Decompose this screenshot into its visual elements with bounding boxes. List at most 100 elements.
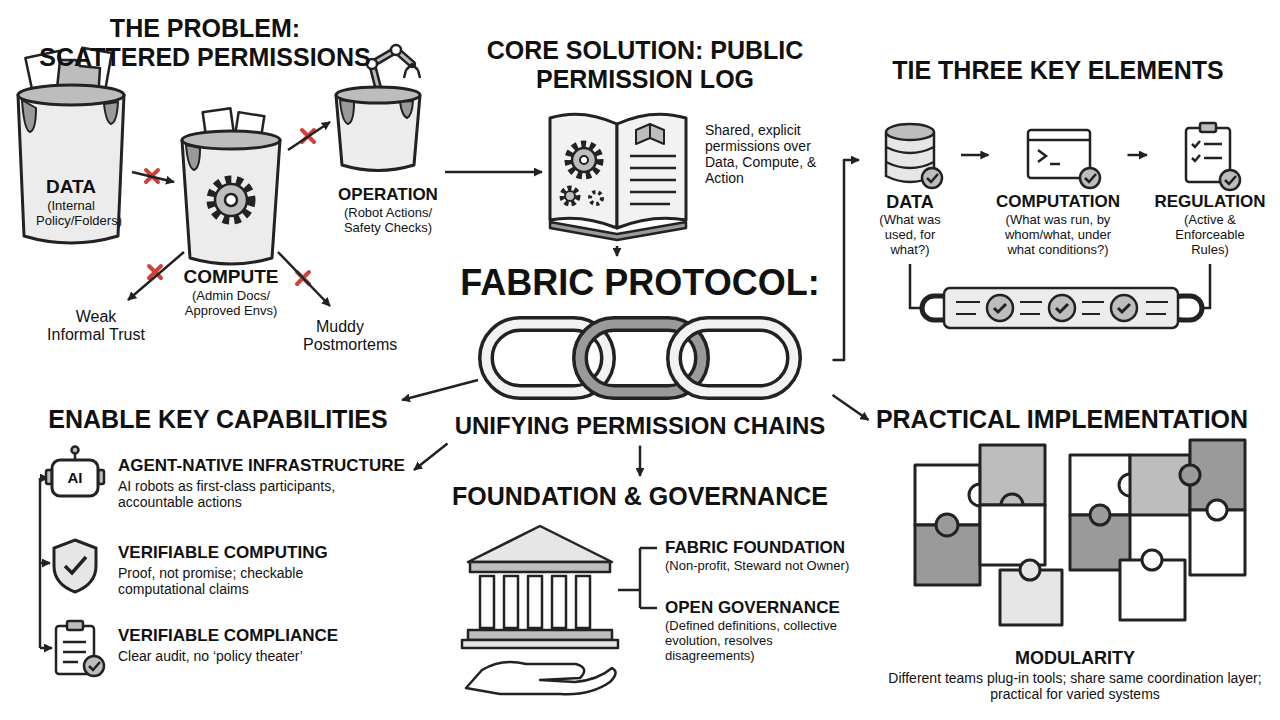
permission-book [572, 148, 596, 172]
node-heading: OPEN GOVERNANCE [665, 598, 842, 618]
computation-icon [1028, 130, 1100, 188]
permission-book [630, 156, 676, 204]
puzzle-pieces [1130, 455, 1190, 515]
node-text: Proof, not promise; checkable computatio… [118, 565, 388, 597]
regulation-icon [1200, 123, 1216, 132]
capability-bracket [40, 647, 52, 650]
node-text: (Non-profit, Steward not Owner) [665, 559, 852, 574]
data-icon [886, 124, 942, 188]
data-bucket [104, 102, 118, 124]
regulation-icon [1220, 170, 1240, 190]
node-heading: VERIFIABLE COMPLIANCE [118, 626, 341, 646]
node-heading: PRACTICAL IMPLEMENTATION [875, 405, 1250, 434]
problem-bucket: COMPUTE(Admin Docs/ Approved Envs) [174, 99, 288, 325]
operation-bucket [400, 101, 413, 118]
puzzle-pieces [1142, 550, 1162, 570]
node-text: Different teams plug-in tools; share sam… [880, 670, 1270, 702]
foundation-temple [466, 662, 616, 694]
section-heading: TIE THREE KEY ELEMENTS [891, 56, 1225, 85]
connector-arrow [639, 446, 642, 476]
puzzle-pieces [1180, 465, 1200, 485]
computation-icon [1028, 130, 1090, 178]
problem-bucket: DATA(Internal Policy/Folders) [4, 39, 132, 256]
foundation-temple [480, 576, 494, 628]
connector-arrow [445, 171, 542, 174]
shield-icon [54, 540, 96, 592]
puzzle-pieces [1020, 560, 1040, 580]
problem-bucket: OPERATION(Robot Actions/ Safety Checks) [330, 40, 445, 242]
tie-chain [910, 264, 1210, 328]
node-heading: DATA [885, 192, 935, 213]
governance-bracket [618, 548, 657, 608]
data-bucket [18, 85, 124, 105]
node-text: (Admin Docs/ Approved Envs) [185, 289, 278, 319]
protocol-chain [486, 324, 794, 392]
clipboard-icon [84, 656, 104, 676]
node-heading: COMPUTATION [995, 192, 1122, 212]
compute-bucket [182, 140, 280, 264]
operation-bucket [336, 95, 420, 171]
node-text: (What was used, for what?) [865, 213, 955, 258]
governance-bracket [618, 548, 657, 608]
data-bucket [18, 48, 124, 243]
node-heading: DATA [45, 176, 97, 198]
data-icon [886, 147, 934, 168]
failure-arrows [128, 252, 184, 300]
implementation-node: PRACTICAL IMPLEMENTATIONMODULARITYDiffer… [869, 399, 1277, 708]
node-text: (Defined definitions, collective evoluti… [665, 619, 860, 664]
robot-icon [46, 447, 104, 497]
section-heading: THE PROBLEM: SCATTERED PERMISSIONS [39, 14, 371, 72]
node-text: Clear audit, no ‘policy theater’ [118, 648, 408, 664]
node-text: (Active & Enforceable Rules) [1160, 213, 1260, 258]
permission-book [580, 156, 588, 164]
node-heading: COMPUTE [183, 266, 280, 288]
capability-item: VERIFIABLE COMPLIANCE Clear audit, no ‘po… [46, 614, 414, 682]
connector-arrow [132, 172, 174, 182]
permission-book [562, 188, 578, 204]
permission-book [568, 144, 600, 176]
foundation-temple [468, 630, 612, 640]
permission-book [565, 191, 575, 201]
regulation-icon [1192, 141, 1222, 161]
data-icon [922, 168, 942, 188]
shield-icon [65, 557, 86, 573]
puzzle-pieces [936, 514, 958, 536]
node-heading: OPERATION [337, 185, 439, 205]
puzzle-pieces [1207, 500, 1227, 520]
connector-arrow [288, 122, 330, 150]
clipboard-icon [63, 642, 86, 662]
foundation-temple [470, 562, 610, 572]
node-text: Shared, explicit permissions over Data, … [705, 122, 825, 186]
node-heading: AGENT-NATIVE INFRASTRUCTURE [118, 456, 407, 476]
permission-book [550, 114, 686, 240]
data-icon [886, 124, 934, 140]
capability-bracket [40, 562, 50, 565]
element-node: DATA(What was used, for what?) [859, 116, 961, 264]
robot-icon [52, 460, 98, 496]
connector-arrow [1128, 154, 1148, 157]
permission-book [590, 192, 602, 204]
computation-icon [1038, 150, 1060, 164]
computation-icon [1080, 168, 1100, 188]
capability-item: VERIFIABLE COMPUTINGProof, not promise; … [46, 532, 394, 603]
connector-arrow [833, 160, 860, 360]
clipboard-icon [67, 621, 83, 630]
tie-chain [944, 288, 1178, 328]
node-heading: REGULATION [1153, 192, 1267, 212]
node-text: (Robot Actions/ Safety Checks) [343, 206, 434, 236]
permission-log: Shared, explicit permissions over Data, … [542, 100, 831, 246]
puzzle-pieces [915, 440, 1245, 625]
protocol-chain: FABRIC PROTOCOL:UNIFYING PERMISSION CHAI… [448, 256, 833, 446]
foundation-temple [468, 526, 612, 562]
foundation-node: FOUNDATION & GOVERNANCEFABRIC FOUNDATION… [445, 476, 866, 702]
outcome-label: Muddy Postmortems [303, 318, 377, 355]
failure-arrows [278, 252, 330, 306]
protocol-chain [674, 324, 794, 392]
protocol-chain [674, 324, 794, 392]
chain-arrow [402, 380, 478, 400]
compute-bucket [211, 180, 251, 220]
node-text: AI robots as first-class participants, a… [118, 478, 408, 510]
foundation-temple [462, 526, 618, 694]
chain-arrow [402, 380, 478, 400]
puzzle-pieces [980, 505, 1045, 565]
